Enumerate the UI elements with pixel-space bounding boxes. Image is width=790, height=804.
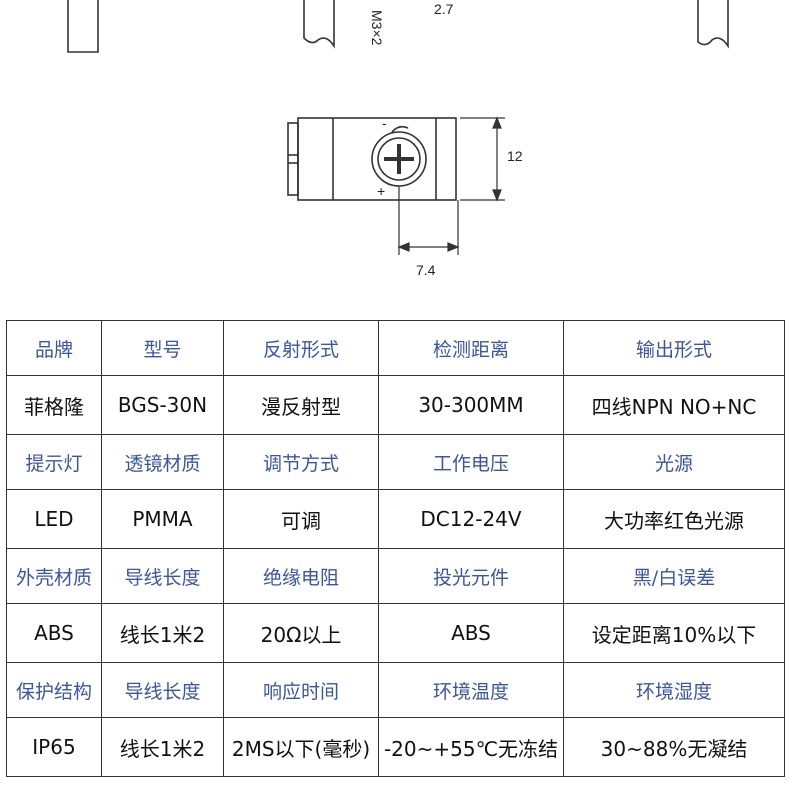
thread-label: M3×2 (369, 10, 385, 46)
table-cell: BGS-30N (101, 375, 224, 435)
table-cell: 调节方式 (223, 434, 379, 490)
table-cell: 反射形式 (223, 320, 379, 376)
table-cell: 导线长度 (101, 662, 224, 718)
spec-table: 品牌 型号 反射形式 检测距离 输出形式 菲格隆 BGS-30N 漫反射型 30… (6, 320, 785, 777)
plus-mark: + (377, 183, 385, 199)
table-cell: 导线长度 (101, 548, 224, 604)
table-row: IP65 线长1米2 2MS以下(毫秒) -20~+55℃无冻结 30~88%无… (6, 717, 785, 777)
table-cell: DC12-24V (378, 489, 564, 549)
table-cell: 绝缘电阻 (223, 548, 379, 604)
table-cell: 提示灯 (6, 434, 102, 490)
table-cell: 外壳材质 (6, 548, 102, 604)
table-cell: 输出形式 (563, 320, 785, 376)
table-cell: 检测距离 (378, 320, 564, 376)
table-cell: 可调 (223, 489, 379, 549)
table-row: 菲格隆 BGS-30N 漫反射型 30-300MM 四线NPN NO+NC (6, 375, 785, 435)
table-cell: 菲格隆 (6, 375, 102, 435)
table-cell: 漫反射型 (223, 375, 379, 435)
table-row: 提示灯 透镜材质 调节方式 工作电压 光源 (6, 434, 785, 490)
table-cell: 响应时间 (223, 662, 379, 718)
table-cell: 大功率红色光源 (563, 489, 785, 549)
table-cell: ABS (6, 603, 102, 663)
table-row: 外壳材质 导线长度 绝缘电阻 投光元件 黑/白误差 (6, 548, 785, 604)
table-row: ABS 线长1米2 20Ω以上 ABS 设定距离10%以下 (6, 603, 785, 663)
table-cell: LED (6, 489, 102, 549)
sensor-dimension-drawing: M3×2 2.7 - + 12 7.4 (67, 0, 729, 278)
table-row: LED PMMA 可调 DC12-24V 大功率红色光源 (6, 489, 785, 549)
width-dimension-label: 7.4 (416, 262, 436, 278)
table-cell: 20Ω以上 (223, 603, 379, 663)
table-cell: 环境温度 (378, 662, 564, 718)
adjust-screw-icon (371, 125, 427, 187)
table-cell: -20~+55℃无冻结 (378, 717, 564, 777)
table-cell: 品牌 (6, 320, 102, 376)
table-cell: 线长1米2 (101, 717, 224, 777)
table-cell: PMMA (101, 489, 224, 549)
table-cell: 透镜材质 (101, 434, 224, 490)
table-cell: 黑/白误差 (563, 548, 785, 604)
table-cell: 四线NPN NO+NC (563, 375, 785, 435)
table-cell: 光源 (563, 434, 785, 490)
table-row: 保护结构 导线长度 响应时间 环境温度 环境湿度 (6, 662, 785, 718)
height-dimension-label: 12 (507, 148, 523, 164)
table-cell: 线长1米2 (101, 603, 224, 663)
table-cell: IP65 (6, 717, 102, 777)
table-cell: 投光元件 (378, 548, 564, 604)
width-dimension-line (397, 186, 460, 255)
table-cell: 2MS以下(毫秒) (223, 717, 379, 777)
height-dimension-line (460, 116, 505, 202)
table-cell: 设定距离10%以下 (563, 603, 785, 663)
top-partial-view (67, 0, 729, 53)
minus-mark: - (382, 115, 387, 131)
table-cell: 保护结构 (6, 662, 102, 718)
table-cell: 30-300MM (378, 375, 564, 435)
table-cell: 30~88%无凝结 (563, 717, 785, 777)
table-cell: 工作电压 (378, 434, 564, 490)
sensor-body (287, 117, 457, 201)
table-cell: 环境湿度 (563, 662, 785, 718)
pitch-label: 2.7 (434, 1, 454, 17)
table-cell: ABS (378, 603, 564, 663)
table-row: 品牌 型号 反射形式 检测距离 输出形式 (6, 320, 785, 376)
table-cell: 型号 (101, 320, 224, 376)
